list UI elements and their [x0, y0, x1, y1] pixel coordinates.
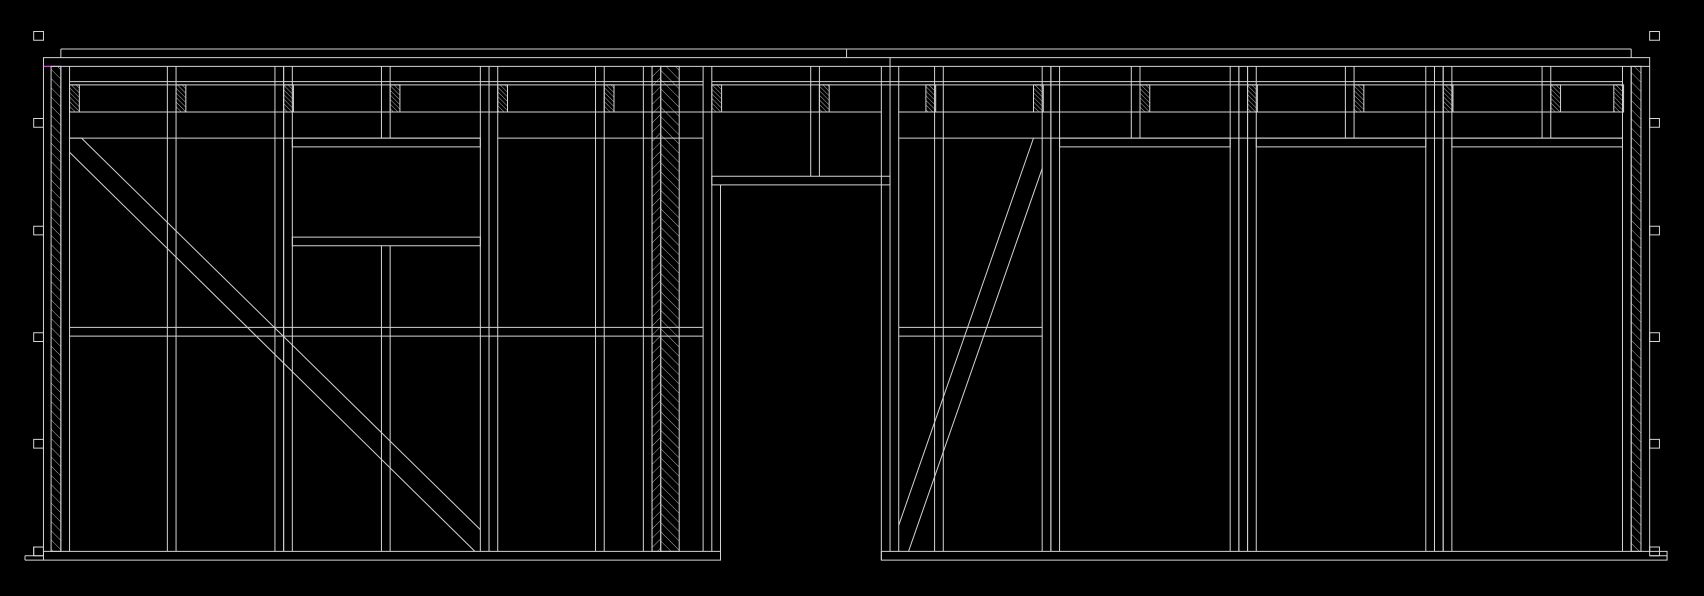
header-block: [1140, 85, 1150, 112]
header-block: [498, 85, 508, 112]
grid-marker: [1650, 439, 1660, 448]
opening-header: [1452, 138, 1623, 147]
header-block: [604, 85, 614, 112]
header-block: [1033, 85, 1043, 112]
grid-marker: [34, 333, 44, 342]
header-block: [70, 85, 80, 112]
header-block: [926, 85, 936, 112]
header-block: [819, 85, 829, 112]
header-block: [390, 85, 400, 112]
post-hatched-inner: [652, 66, 661, 551]
diagonal-brace: [899, 138, 1034, 525]
header-block: [712, 85, 722, 112]
bottom-plate-left: [43, 551, 720, 560]
window-header: [292, 138, 480, 147]
diagonal-brace: [909, 169, 1043, 552]
diagonal-brace: [82, 138, 481, 530]
end-post-right-hatched: [1631, 66, 1641, 551]
header-block: [1614, 85, 1624, 112]
door-header: [712, 176, 890, 185]
grid-marker: [1650, 547, 1660, 556]
grid-marker: [34, 119, 44, 128]
framing-lines: [25, 32, 1667, 561]
header-block: [1551, 85, 1561, 112]
top-plate-lower: [43, 58, 1649, 67]
diagonal-brace: [70, 152, 475, 551]
opening-header: [1256, 138, 1426, 147]
header-block: [1354, 85, 1364, 112]
bottom-plate-right: [881, 551, 1667, 560]
end-post-left-hatched: [51, 66, 61, 551]
post-hatched: [661, 66, 679, 551]
grid-marker: [34, 547, 44, 556]
grid-marker: [34, 439, 44, 448]
opening-header: [1060, 138, 1231, 147]
grid-marker: [34, 226, 44, 235]
grid-marker: [1650, 119, 1660, 128]
grid-marker: [34, 32, 44, 41]
grid-marker: [1650, 226, 1660, 235]
window-sill: [292, 237, 480, 246]
grid-marker: [1650, 32, 1660, 41]
header-block: [176, 85, 186, 112]
grid-marker: [1650, 333, 1660, 342]
